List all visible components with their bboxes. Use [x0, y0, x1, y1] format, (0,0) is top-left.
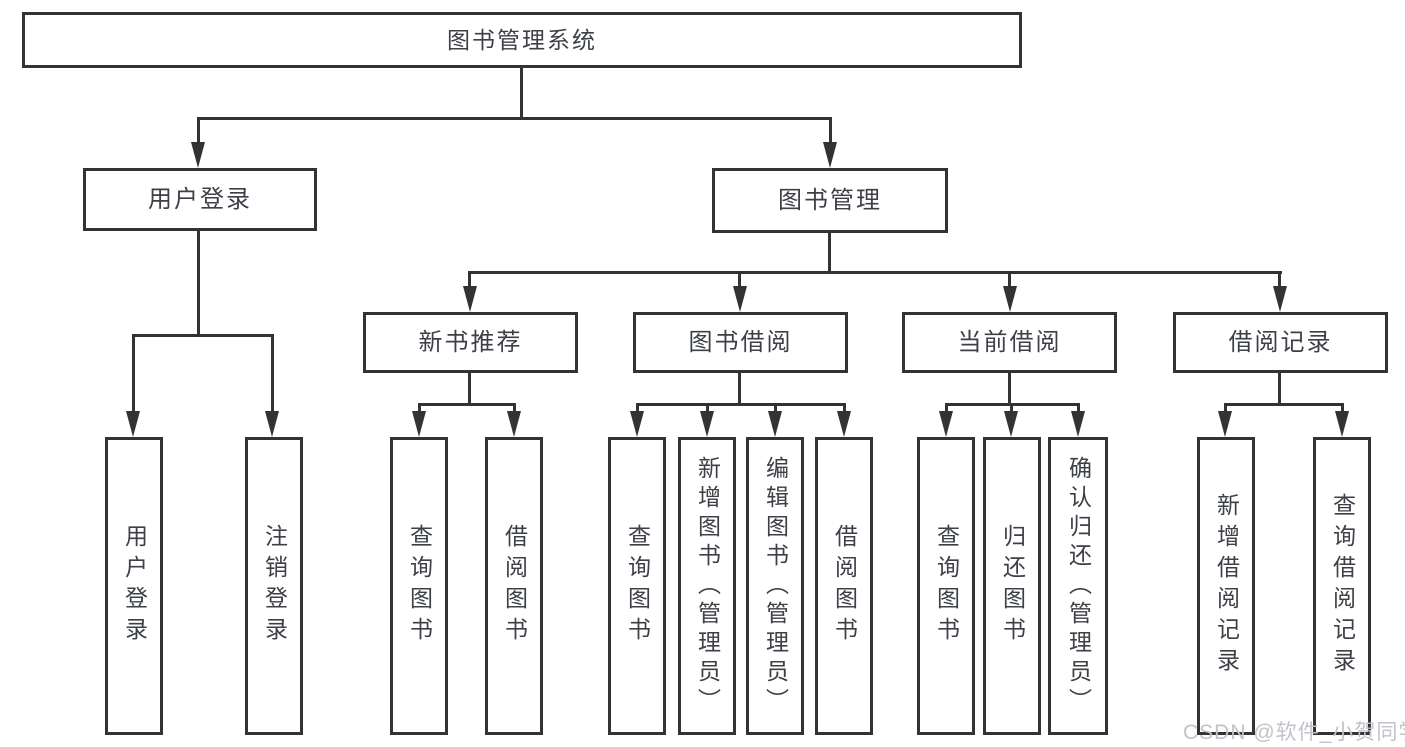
down-arrow-icon-query3 [939, 411, 953, 437]
leaf-add-book-admin-label: 新增图书（管理员） [694, 455, 721, 717]
connector-user-login-branch [132, 334, 274, 337]
down-arrow-icon-borrow1 [507, 411, 521, 437]
connector-drop-borrow2 [843, 403, 846, 417]
connector-drop-query3 [945, 403, 948, 417]
down-arrow-icon-borrow-record [1273, 286, 1287, 312]
connector-drop-add-record [1224, 403, 1227, 417]
down-arrow-icon-query2 [630, 411, 644, 437]
node-borrow-record: 借阅记录 [1173, 312, 1388, 373]
leaf-confirm-return-admin: 确认归还（管理员） [1048, 437, 1108, 735]
csdn-watermark: CSDN @软件_小贺同学 [1183, 721, 1405, 744]
node-new-book-recommend-label: 新书推荐 [418, 328, 523, 356]
connector-drop-query-record [1341, 403, 1344, 417]
node-root-system: 图书管理系统 [22, 12, 1022, 68]
node-current-borrow: 当前借阅 [902, 312, 1117, 373]
down-arrow-icon-query-record [1335, 411, 1349, 437]
leaf-user-login: 用户登录 [105, 437, 163, 735]
node-book-management: 图书管理 [712, 168, 948, 233]
connector-level2-branch [197, 117, 831, 120]
connector-drop-edit-book [774, 403, 777, 417]
leaf-query-book-1: 查询图书 [390, 437, 448, 735]
down-arrow-icon-new-book [463, 286, 477, 312]
connector-drop-query1 [418, 403, 421, 417]
down-arrow-icon-edit-book [768, 411, 782, 437]
down-arrow-icon-add-book [700, 411, 714, 437]
node-user-login: 用户登录 [83, 168, 317, 231]
leaf-borrow-book-1: 借阅图书 [485, 437, 543, 735]
down-arrow-icon-add-record [1218, 411, 1232, 437]
node-book-management-label: 图书管理 [778, 186, 882, 214]
leaf-return-book-label: 归还图书 [999, 524, 1026, 648]
down-arrow-icon-book-management [823, 142, 837, 168]
leaf-query-book-1-label: 查询图书 [406, 524, 433, 648]
connector-drop-return-book [1010, 403, 1013, 417]
connector-user-login-stem [197, 231, 200, 336]
leaf-query-borrow-record-label: 查询借阅记录 [1329, 493, 1356, 679]
leaf-borrow-book-2-label: 借阅图书 [831, 524, 858, 648]
connector-drop-borrow-record [1278, 271, 1281, 293]
node-new-book-recommend: 新书推荐 [363, 312, 578, 373]
connector-drop-add-book [706, 403, 709, 417]
leaf-query-book-2-label: 查询图书 [624, 524, 651, 648]
leaf-borrow-book-1-label: 借阅图书 [501, 524, 528, 648]
connector-drop-current-borrow [1008, 271, 1011, 293]
connector-new-book-branch [418, 403, 516, 406]
leaf-query-book-3: 查询图书 [917, 437, 975, 735]
down-arrow-icon-borrow2 [837, 411, 851, 437]
leaf-logout: 注销登录 [245, 437, 303, 735]
leaf-query-book-2: 查询图书 [608, 437, 666, 735]
node-book-borrow-label: 图书借阅 [688, 328, 793, 356]
down-arrow-icon-user-login [191, 142, 205, 168]
down-arrow-icon-query1 [412, 411, 426, 437]
leaf-edit-book-admin: 编辑图书（管理员） [746, 437, 804, 735]
connector-drop-leaf-logout [271, 334, 274, 416]
node-root-label: 图书管理系统 [447, 26, 597, 53]
leaf-query-borrow-record: 查询借阅记录 [1313, 437, 1371, 735]
connector-book-borrow-stem [738, 371, 741, 406]
down-arrow-icon-confirm-return [1071, 411, 1085, 437]
down-arrow-icon-current-borrow [1003, 286, 1017, 312]
connector-book-management-stem [828, 233, 831, 274]
leaf-confirm-return-admin-label: 确认归还（管理员） [1065, 455, 1092, 717]
connector-drop-query2 [636, 403, 639, 417]
leaf-user-login-label: 用户登录 [121, 524, 148, 648]
node-borrow-record-label: 借阅记录 [1228, 328, 1333, 356]
connector-drop-leaf-user-login [132, 334, 135, 416]
connector-level3-branch [468, 271, 1282, 274]
connector-root-stem [520, 66, 523, 120]
connector-drop-user-login [197, 117, 200, 149]
connector-current-borrow-stem [1008, 371, 1011, 406]
down-arrow-icon-leaf-logout [265, 411, 279, 437]
leaf-query-book-3-label: 查询图书 [933, 524, 960, 648]
node-user-login-label: 用户登录 [148, 185, 252, 213]
leaf-return-book: 归还图书 [983, 437, 1041, 735]
down-arrow-icon-leaf-user-login [126, 411, 140, 437]
connector-drop-confirm-return [1077, 403, 1080, 417]
connector-borrow-record-branch [1224, 403, 1344, 406]
leaf-add-borrow-record: 新增借阅记录 [1197, 437, 1255, 735]
connector-drop-borrow1 [513, 403, 516, 417]
leaf-edit-book-admin-label: 编辑图书（管理员） [762, 455, 789, 717]
down-arrow-icon-return-book [1004, 411, 1018, 437]
leaf-logout-label: 注销登录 [261, 524, 288, 648]
connector-borrow-record-stem [1278, 371, 1281, 406]
connector-drop-book-management [829, 117, 832, 149]
connector-drop-new-book [468, 271, 471, 293]
connector-new-book-stem [468, 371, 471, 406]
down-arrow-icon-book-borrow [733, 286, 747, 312]
node-current-borrow-label: 当前借阅 [957, 328, 1062, 356]
leaf-borrow-book-2: 借阅图书 [815, 437, 873, 735]
connector-drop-book-borrow [738, 271, 741, 293]
leaf-add-borrow-record-label: 新增借阅记录 [1213, 493, 1240, 679]
connector-book-borrow-branch [636, 403, 846, 406]
leaf-add-book-admin: 新增图书（管理员） [678, 437, 736, 735]
node-book-borrow: 图书借阅 [633, 312, 848, 373]
